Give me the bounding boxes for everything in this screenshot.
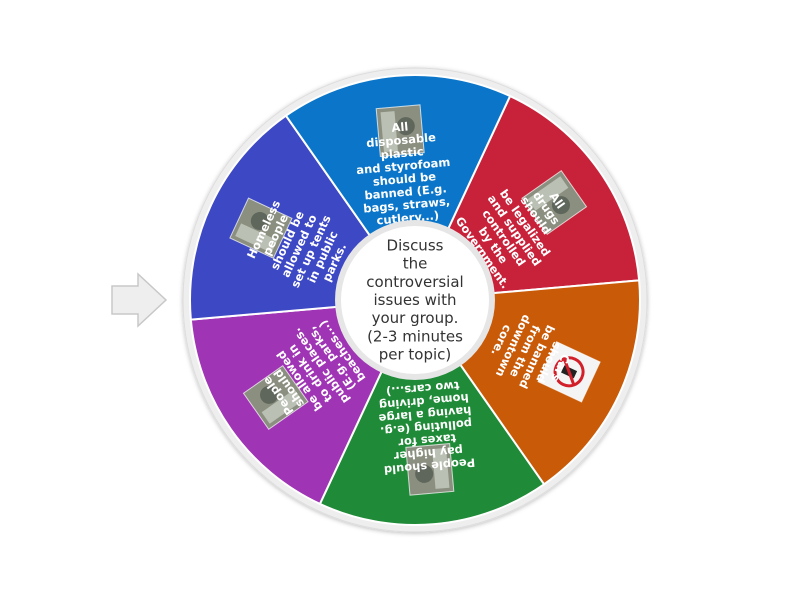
tent-in-park-photo	[229, 197, 293, 259]
wheel-hub[interactable]	[341, 226, 489, 374]
pills-on-table-photo	[521, 170, 588, 235]
segment-label-3: People shouldpay highertaxes forpollutin…	[376, 378, 477, 478]
wheel-segment-3	[318, 298, 546, 526]
park-drinking-photo	[242, 365, 309, 430]
segment-label-6: Alldisposableplasticand styrofoamshould …	[352, 116, 455, 229]
wheel-segment-6	[284, 74, 512, 302]
right-arrow-pointer-icon	[111, 272, 168, 328]
segment-images	[229, 104, 601, 496]
plastic-cup-photo	[375, 104, 425, 158]
smokestack-photo	[405, 442, 455, 496]
no-cars-sign	[537, 341, 601, 403]
segment-label-1: Alldrugsshouldbe legalizedand suppliedco…	[453, 162, 587, 291]
segment-label-5: Homelesspeopleshould beallowed toset up …	[241, 191, 358, 301]
